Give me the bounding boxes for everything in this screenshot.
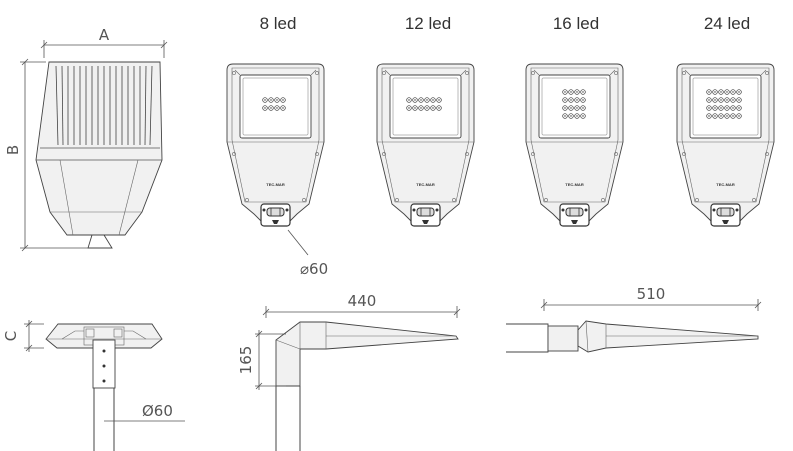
diameter-front-label: ⌀60 (300, 260, 328, 278)
dimension-diameter-pole: Ø60 (104, 402, 185, 422)
header-16-led: 16 led (553, 14, 599, 33)
dimension-165-label: 165 (237, 346, 255, 375)
dimension-510: 510 (540, 285, 762, 311)
brand-label: TEC-MAR (266, 182, 285, 187)
front-view-24-led: TEC-MAR (676, 63, 775, 227)
dimension-440-label: 440 (348, 292, 377, 310)
header-24-led: 24 led (704, 14, 750, 33)
header-8-led: 8 led (260, 14, 297, 33)
dimension-c-label: C (2, 331, 20, 341)
side-view-440 (275, 321, 459, 451)
brand-label: TEC-MAR (565, 182, 584, 187)
dimension-b-label: B (4, 145, 22, 155)
side-view-510 (506, 320, 759, 353)
dimension-165: 165 (237, 330, 286, 390)
pole-top-view (45, 323, 163, 451)
dimension-c: C (2, 320, 44, 352)
diameter-pole-label: Ø60 (142, 402, 173, 420)
front-view-8-led: TEC-MAR (226, 63, 325, 227)
header-12-led: 12 led (405, 14, 451, 33)
dimension-440: 440 (262, 292, 461, 318)
dimension-a-label: A (99, 26, 110, 44)
front-view-12-led: TEC-MAR (376, 63, 475, 227)
brand-label: TEC-MAR (416, 182, 435, 187)
dimension-b: B (4, 58, 88, 252)
front-view-16-led: TEC-MAR (525, 63, 624, 227)
dimension-a: A (40, 26, 168, 58)
dimension-510-label: 510 (637, 285, 666, 303)
dimension-diameter-front: ⌀60 (287, 229, 328, 278)
brand-label: TEC-MAR (716, 182, 735, 187)
side-profile-view (35, 61, 163, 249)
